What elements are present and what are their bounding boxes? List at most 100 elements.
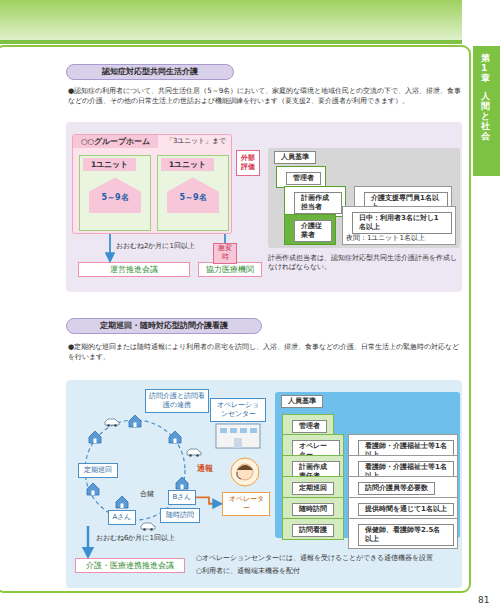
panel-background <box>66 380 462 588</box>
note-text: ○利用者に、通報端末機器を配付 <box>196 567 460 576</box>
decor-shape <box>250 428 257 433</box>
node-text: 介護従業者 <box>294 220 332 242</box>
note-text: ○オペレーションセンターには、通報を受けることができる通信機器を設置 <box>196 554 460 563</box>
staff-box: 管理者 <box>282 414 334 436</box>
service-box: 随時訪問 <box>160 508 200 523</box>
decor-shape <box>240 428 247 433</box>
facility-box: ○○グループホーム1ユニット5～9名1ユニット5～9名 <box>72 134 232 234</box>
staff-box: 随時訪問 <box>282 497 344 519</box>
node-text: 随時訪問 <box>292 503 334 516</box>
decor-shape <box>105 419 119 427</box>
node-text: 保健師、看護師等2.5名以上 <box>358 524 454 546</box>
decor-shape <box>237 472 241 479</box>
node-text: オペレーションセンター <box>214 401 262 419</box>
node-text: 定期巡回 <box>82 466 114 475</box>
node-text: 5～9名 <box>89 177 141 213</box>
connector-label: おおむね2か月に1回以上 <box>116 242 202 251</box>
node-text: 日中：利用者3名に対し1名以上 <box>352 212 452 234</box>
decor-shape <box>169 431 181 443</box>
connector-line <box>196 497 222 503</box>
panel-background <box>66 122 462 292</box>
decor-shape <box>0 0 462 44</box>
node-text: 1ユニット <box>83 158 136 171</box>
decor-shape <box>231 458 259 486</box>
node-text: 訪問介護と訪問看護の連携 <box>149 392 205 410</box>
node-text: ○○グループホーム <box>73 135 158 148</box>
node-text: 1ユニット <box>161 158 214 171</box>
requirement-box: 保健師、看護師等2.5名以上 <box>348 518 458 549</box>
node-text: 運営推進会議 <box>82 265 186 274</box>
decor-shape <box>176 477 188 489</box>
callout-box: 訪問介護と訪問看護の連携 <box>145 389 209 413</box>
decor-shape <box>187 449 201 457</box>
connector-line <box>109 234 111 262</box>
decor-shape <box>216 424 260 448</box>
staff-box: 計画作成担当者 <box>284 186 346 217</box>
frequency-note: おおむね6か月に1回以上 <box>96 534 188 543</box>
section-heading: 認知症対応型共同生活介護 <box>66 64 234 80</box>
requirement-box: 提供時間を通じて1名以上 <box>348 497 458 519</box>
unit-box: 1ユニット 5～9名 <box>79 155 151 231</box>
decor-shape <box>237 465 253 470</box>
meeting-box: 運営推進会議 <box>78 262 190 277</box>
decor-shape <box>230 428 237 433</box>
node-text: Bさん <box>172 493 192 502</box>
decor-shape <box>0 40 462 44</box>
node-text: 5～9名 <box>167 177 219 213</box>
chapter-title: 人間と社会 <box>481 92 490 141</box>
decor-shape <box>141 523 155 531</box>
node-text: 定期巡回・随時対応型訪問介護看護 <box>70 321 258 331</box>
description-text: ●定期的な巡回または随時通報により利用者の居宅を訪問し、入浴、排泄、食事などの介… <box>68 342 462 361</box>
decor-shape <box>129 415 141 427</box>
decor-shape <box>89 431 101 443</box>
page-frame <box>0 46 470 592</box>
chapter-tab <box>473 46 500 176</box>
node-text: 人員基準 <box>274 151 316 164</box>
node-text: 介護・医療連携推進会議 <box>79 561 181 570</box>
connectors <box>110 188 354 534</box>
service-box: 定期巡回 <box>78 463 118 478</box>
node-text: 認知症対応型共同生活介護 <box>70 67 230 77</box>
note-text: 計画作成担当者は、認知症対応型共同生活介護計画を作成しなければならない。 <box>268 254 460 273</box>
decor-shape <box>116 496 128 508</box>
connector-label: 通報 <box>197 464 217 474</box>
unit-limit-note: 「3ユニット」まで <box>166 137 232 146</box>
operation-center-building <box>216 424 260 448</box>
chapter-number: 第1章 <box>481 54 490 84</box>
meeting-box: 介護・医療連携推進会議 <box>75 558 185 573</box>
hospital-box: 協力医療機関 <box>198 262 262 277</box>
node-text: 提供時間を通じて1名以上 <box>358 503 454 516</box>
node-text: 定期巡回 <box>292 482 334 495</box>
node-text: オペレーター <box>226 495 266 513</box>
node-text: 計画作成担当者 <box>294 192 342 214</box>
connector-label: 急変時 <box>213 243 237 264</box>
page-number: 81 <box>478 594 498 606</box>
decor-shape <box>87 483 99 495</box>
node-text: 訪問看護 <box>292 524 334 537</box>
header-band <box>0 0 462 44</box>
decor-shape <box>220 428 227 433</box>
section-heading: 定期巡回・随時対応型訪問介護看護 <box>66 318 262 334</box>
key-label: 合鍵 <box>140 490 156 499</box>
decor-shape <box>237 464 253 480</box>
description-text: ●認知症の利用者について、共同生活住居（5～9名）において、家庭的な環境と地域住… <box>68 86 462 105</box>
node-text: Aさん <box>112 513 132 522</box>
requirement-box: 訪問介護員等必要数 <box>348 476 458 498</box>
staff-standard-panel: 人員基準管理者オペレーター看護師・介護福祉士等1名以上計画作成責任者看護師・介護… <box>275 392 460 538</box>
node-text: 人員基準 <box>281 395 323 408</box>
node-text: 管理者 <box>292 420 327 433</box>
center-sign: オペレーションセンター <box>210 398 266 422</box>
node-text: 管理者 <box>286 172 321 185</box>
staff-box: 訪問看護 <box>282 518 344 540</box>
evaluation-tag: 外部評価 <box>236 150 260 176</box>
staff-standard-panel: 人員基準管理者計画作成担当者介護支援専門員1名以上介護従業者日中：利用者3名に対… <box>268 148 460 248</box>
node-text: 協力医療機関 <box>202 265 258 274</box>
node-text: 夜間：1ユニット1名以上 <box>346 234 452 243</box>
unit-box: 1ユニット 5～9名 <box>157 155 229 231</box>
operator-figure <box>231 458 259 486</box>
staff-box: 介護従業者 <box>284 214 336 245</box>
requirement-box: 日中：利用者3名に対し1名以上夜間：1ユニット1名以上 <box>342 206 456 245</box>
decor-shape <box>234 438 242 448</box>
